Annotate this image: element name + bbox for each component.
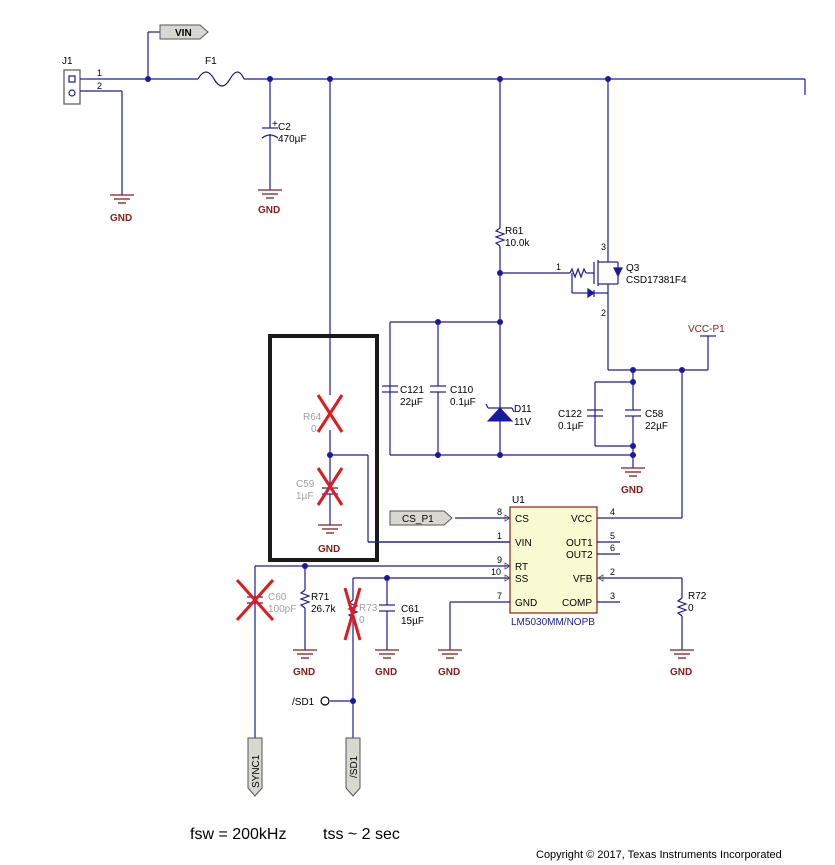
svg-text:C121: C121 [400,385,424,396]
svg-text:COMP: COMP [562,598,592,609]
svg-text:+: + [272,119,278,130]
svg-text:R61: R61 [505,226,524,237]
svg-text:3: 3 [601,242,606,252]
resistor-r72: R72 0 GND [670,578,707,678]
svg-text:VFB: VFB [573,574,593,585]
dnp-highlight-box [268,334,379,562]
svg-text:SS: SS [515,574,529,585]
vcc-output-network: VCC-P1 C122 0.1µF C58 22µF GND [500,324,725,519]
svg-text:0.1µF: 0.1µF [450,397,476,408]
svg-text:2: 2 [601,308,606,318]
ic-u1: U1 LM5030MM/NOPB 8 1 9 10 7 CS VIN RT SS… [305,495,682,628]
fsw-note: fsw = 200kHz [190,826,286,843]
svg-text:2: 2 [97,81,102,91]
svg-text:1µF: 1µF [296,491,313,502]
vcc-bypass-network: C121 22µF C110 0.1µF D11 11V [382,319,532,458]
svg-text:D11: D11 [514,404,532,415]
svg-text:0.1µF: 0.1µF [558,421,584,432]
svg-text:R71: R71 [311,592,330,603]
svg-text:C110: C110 [450,385,474,396]
vin-rail [87,71,806,95]
rt-network: C60 100pF R71 26.7k GND [235,563,336,738]
svg-text:1: 1 [497,531,502,541]
svg-text:C58: C58 [645,409,664,420]
svg-text:GND: GND [110,213,132,224]
svg-text:26.7k: 26.7k [311,604,336,615]
capacitor-c2: + C2 470µF GND [258,79,307,216]
svg-text:4: 4 [610,507,615,517]
svg-text:22µF: 22µF [645,421,668,432]
vin-net-tag: VIN [147,24,209,79]
svg-text:3: 3 [610,591,615,601]
svg-text:LM5030MM/NOPB: LM5030MM/NOPB [511,617,595,628]
svg-text:VIN: VIN [515,538,532,549]
svg-text:OUT2: OUT2 [566,550,593,561]
svg-text:0: 0 [311,424,317,435]
svg-text:8: 8 [497,507,502,517]
svg-text:CS_P1: CS_P1 [402,514,434,525]
svg-text:GND: GND [670,667,692,678]
svg-text:11V: 11V [514,417,531,428]
resistor-r61: R61 10.0k [494,79,530,458]
svg-text:15µF: 15µF [401,616,424,627]
svg-text:GND: GND [375,667,397,678]
connector-j1: J1 1 2 [62,56,123,195]
ss-network: R73 0 C61 15µF GND /SD1 [292,575,424,738]
mosfet-q3: 1 3 2 Q3 CSD17381F4 [500,79,687,370]
svg-text:Q3: Q3 [626,263,640,274]
svg-text:C61: C61 [401,604,420,615]
svg-text:0: 0 [359,615,365,626]
svg-text:5: 5 [610,531,615,541]
tss-note: tss ~ 2 sec [323,826,400,843]
ground-u1: GND [438,602,462,678]
svg-text:VCC-P1: VCC-P1 [688,324,725,335]
svg-text:R64: R64 [303,412,322,423]
svg-text:10: 10 [491,567,501,577]
svg-text:GND: GND [438,667,460,678]
svg-text:R73: R73 [359,603,378,614]
r64-c59-branch: GND R64 0 C59 1µF [296,79,510,555]
svg-text:6: 6 [610,543,615,553]
svg-text:GND: GND [318,544,340,555]
svg-text:OUT1: OUT1 [566,538,593,549]
svg-text:470µF: 470µF [278,134,307,145]
svg-text:/SD1: /SD1 [349,755,360,778]
svg-text:R72: R72 [688,591,707,602]
svg-text:2: 2 [610,567,615,577]
copyright: Copyright © 2017, Texas Instruments Inco… [536,849,782,861]
sd-net-tag: /SD1 [345,737,361,797]
svg-text:7: 7 [497,591,502,601]
svg-text:RT: RT [515,562,528,573]
cs-net-tag: CS_P1 [389,510,453,526]
svg-text:VCC: VCC [571,514,592,525]
svg-text:C2: C2 [278,122,291,133]
svg-text:C60: C60 [268,592,287,603]
svg-text:9: 9 [497,555,502,565]
svg-text:0: 0 [688,603,694,614]
f1-ref: F1 [205,56,217,67]
svg-text:SYNC1: SYNC1 [251,754,262,788]
sync-net-tag: SYNC1 [247,737,263,797]
svg-text:GND: GND [293,667,315,678]
svg-text:22µF: 22µF [400,397,423,408]
svg-text:GND: GND [621,485,643,496]
svg-text:1: 1 [556,262,561,272]
svg-text:C122: C122 [558,409,582,420]
vin-label: VIN [175,28,192,39]
svg-text:C59: C59 [296,479,315,490]
svg-text:GND: GND [515,598,537,609]
svg-text:10.0k: 10.0k [505,238,530,249]
svg-text:100pF: 100pF [268,604,296,615]
svg-text:GND: GND [258,205,280,216]
svg-text:U1: U1 [512,495,525,506]
svg-text:CS: CS [515,514,529,525]
svg-text:1: 1 [97,68,102,78]
svg-text:J1: J1 [62,56,73,67]
svg-text:CSD17381F4: CSD17381F4 [626,275,687,286]
svg-text:/SD1: /SD1 [292,697,315,708]
ground-j1: GND [110,194,134,224]
